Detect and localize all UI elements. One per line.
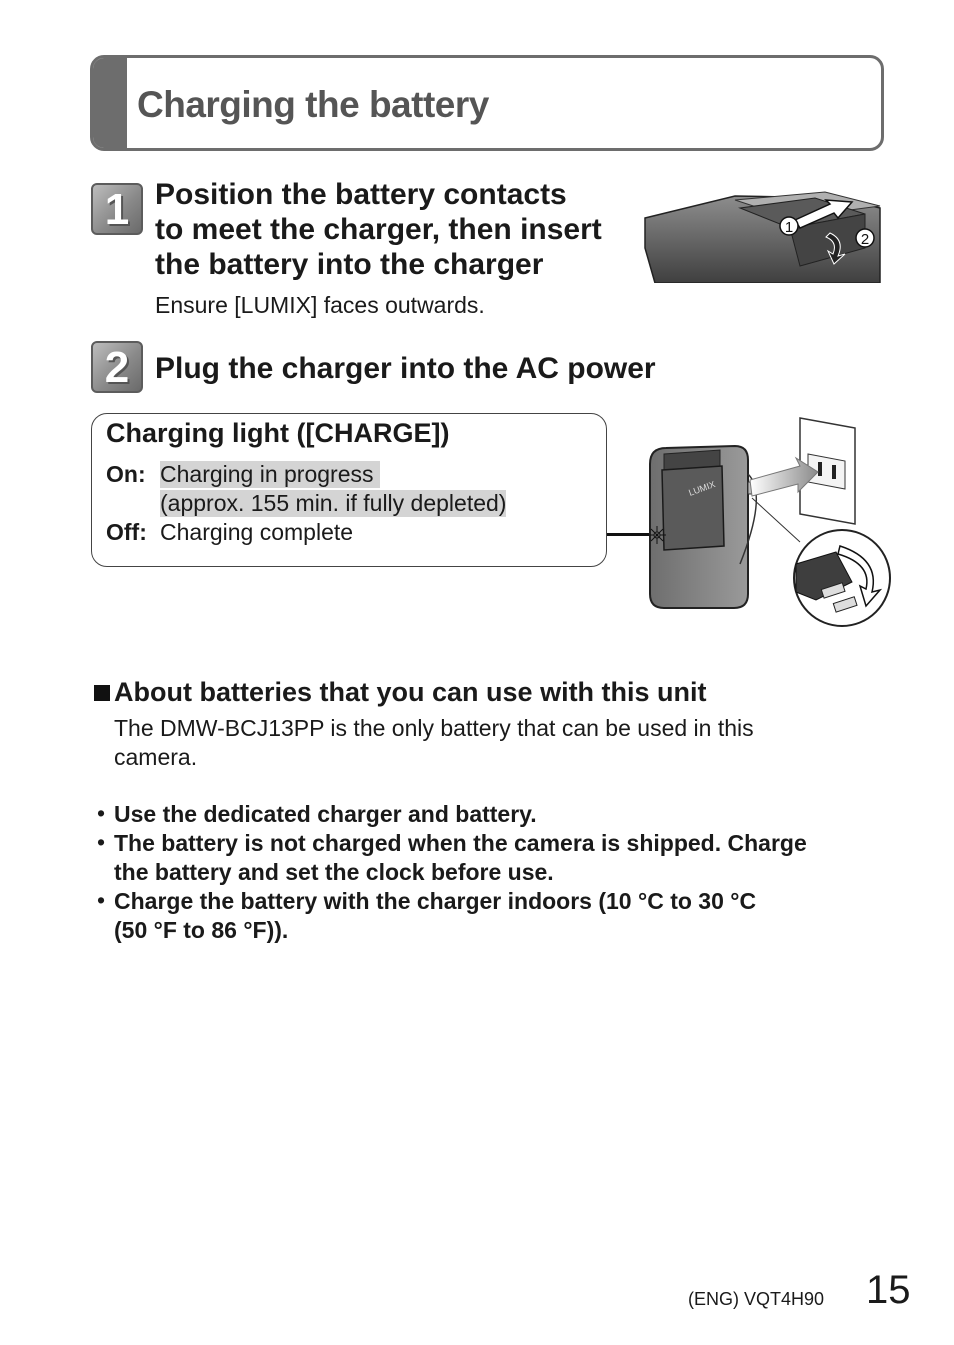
- step-1-heading-line: to meet the charger, then insert: [155, 213, 602, 246]
- off-label: Off:: [106, 519, 147, 545]
- on-label: On:: [106, 461, 146, 487]
- step-1-note: Ensure [LUMIX] faces outwards.: [155, 292, 485, 318]
- title-tab-decoration: [93, 58, 127, 148]
- callout-2: 2: [861, 231, 869, 248]
- step-1-badge: 1: [91, 183, 143, 235]
- bullet-item: The battery is not charged when the came…: [114, 829, 807, 887]
- bullet-dot: •: [97, 887, 106, 913]
- charging-light-box: [91, 413, 607, 567]
- bullet-dot: •: [97, 829, 106, 855]
- about-text-line: camera.: [114, 744, 198, 770]
- step-2-badge: 2: [91, 341, 143, 393]
- document-code: (ENG) VQT4H90: [688, 1289, 825, 1309]
- about-text-line: The DMW-BCJ13PP is the only battery that…: [114, 715, 754, 741]
- callout-1: 1: [785, 219, 793, 236]
- page-number: 15: [866, 1268, 911, 1312]
- off-text: Charging complete: [160, 519, 354, 545]
- black-square-icon: [94, 685, 110, 701]
- charging-light-title: Charging light ([CHARGE]): [106, 418, 450, 448]
- on-text-line1: Charging in progress: [160, 461, 380, 488]
- step-1-heading-line: the battery into the charger: [155, 248, 544, 281]
- step-2-heading: Plug the charger into the AC power: [155, 352, 656, 385]
- charger-plug-illustration: LUMIX: [648, 417, 891, 627]
- about-batteries-heading: About batteries that you can use with th…: [114, 677, 707, 707]
- bullet-line: Use the dedicated charger and battery.: [114, 801, 537, 827]
- battery-insert-illustration: 1 2: [644, 191, 881, 283]
- section-title-band: Charging the battery: [90, 55, 884, 151]
- bullet-dot: •: [97, 800, 106, 826]
- bullet-item: Charge the battery with the charger indo…: [114, 887, 756, 945]
- bullet-line: Charge the battery with the charger indo…: [114, 888, 757, 914]
- bullet-line: (50 °F to 86 °F)).: [114, 917, 289, 943]
- on-text-line2: (approx. 155 min. if fully depleted): [160, 490, 507, 517]
- step-1-heading: Position the battery contacts to meet th…: [155, 177, 602, 282]
- about-batteries-text: The DMW-BCJ13PP is the only battery that…: [114, 714, 754, 772]
- bullet-item: Use the dedicated charger and battery.: [114, 800, 537, 829]
- page-title: Charging the battery: [137, 84, 489, 125]
- step-1-heading-line: Position the battery contacts: [155, 178, 567, 211]
- bullet-line: the battery and set the clock before use…: [114, 859, 554, 885]
- lamp-pointer-line: [607, 533, 655, 536]
- bullet-line: The battery is not charged when the came…: [114, 830, 807, 856]
